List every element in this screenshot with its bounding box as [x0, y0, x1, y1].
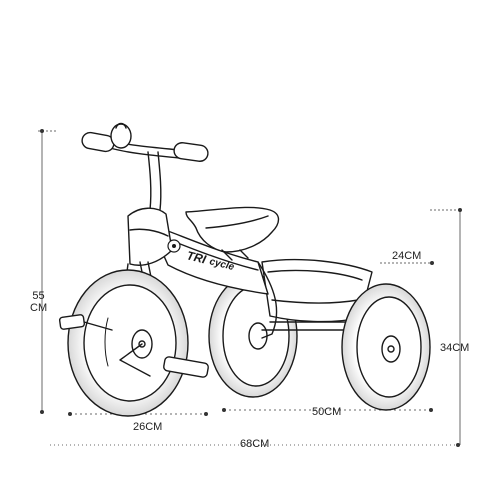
handlebar: [81, 131, 209, 162]
logo-text-tri: TRI: [185, 248, 208, 266]
front-wheel-label: 26CM: [133, 421, 163, 433]
rear-right-wheel: [341, 283, 431, 411]
pedals: [58, 314, 209, 378]
seat: [185, 206, 280, 261]
front-wheel: [67, 269, 189, 417]
handlebar-stem: [127, 151, 173, 266]
rear-height-label: 34CM: [440, 342, 470, 354]
rear-width-label: 50CM: [312, 406, 342, 418]
height-unit: CM: [30, 302, 48, 314]
dimension-points: [40, 129, 462, 447]
height-value: 55: [32, 290, 45, 302]
dimension-lines: [38, 130, 461, 446]
seat-depth-label: 24CM: [392, 250, 422, 262]
length-label: 68CM: [240, 438, 270, 450]
bell: [110, 122, 132, 149]
height-label: 55 CM: [30, 290, 47, 314]
basket: [261, 258, 373, 323]
